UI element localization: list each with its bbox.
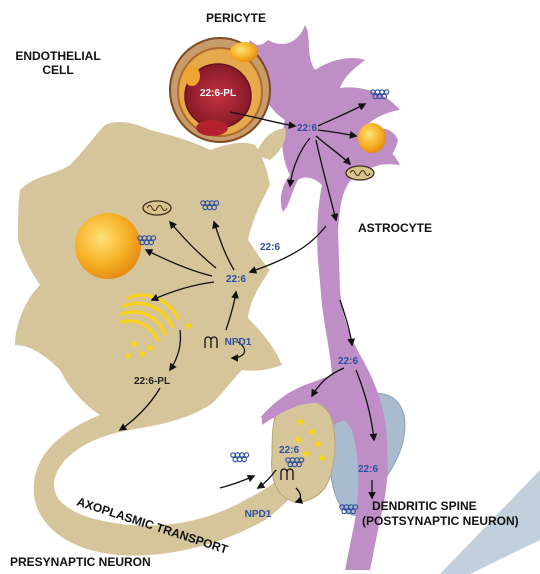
dha-astrocyte-foot-label: 22:6 <box>338 356 358 367</box>
dendritic-spine-label-line2: (POSTSYNAPTIC NEURON) <box>362 514 519 528</box>
pericyte-nucleus <box>230 42 258 62</box>
endothelial-cell-label-line1: ENDOTHELIAL <box>15 49 100 63</box>
npd1-synapse-label: NPD1 <box>245 509 272 520</box>
dha-postsynaptic-label: 22:6 <box>358 464 378 475</box>
presynaptic-neuron <box>15 122 310 556</box>
dha-neuron-label: 22:6 <box>226 274 246 285</box>
dha-astrocyte-process-label: 22:6 <box>260 242 280 253</box>
mitochondrion-astrocyte <box>346 166 374 180</box>
dha-astrocyte-label: 22:6 <box>297 123 317 134</box>
dha-pl-neuron-label: 22:6-PL <box>134 376 170 387</box>
astrocyte-label: ASTROCYTE <box>358 221 432 235</box>
presynaptic-neuron-label: PRESYNAPTIC NEURON <box>10 555 151 569</box>
phospholipid-icon <box>231 453 249 462</box>
dha-pl-capillary-label: 22:6-PL <box>200 88 236 99</box>
mitochondrion-neuron <box>143 201 171 215</box>
endothelial-cell-label-line2: CELL <box>42 63 73 77</box>
endothelial-nucleus <box>184 66 200 86</box>
dendritic-spine-label-line1: DENDRITIC SPINE <box>372 499 477 513</box>
npd1-neuron-label: NPD1 <box>225 337 252 348</box>
dha-terminal-label: 22:6 <box>279 445 299 456</box>
neuron-nucleus <box>75 213 141 279</box>
pericyte-label: PERICYTE <box>206 11 266 25</box>
astrocyte-nucleus <box>358 123 386 153</box>
